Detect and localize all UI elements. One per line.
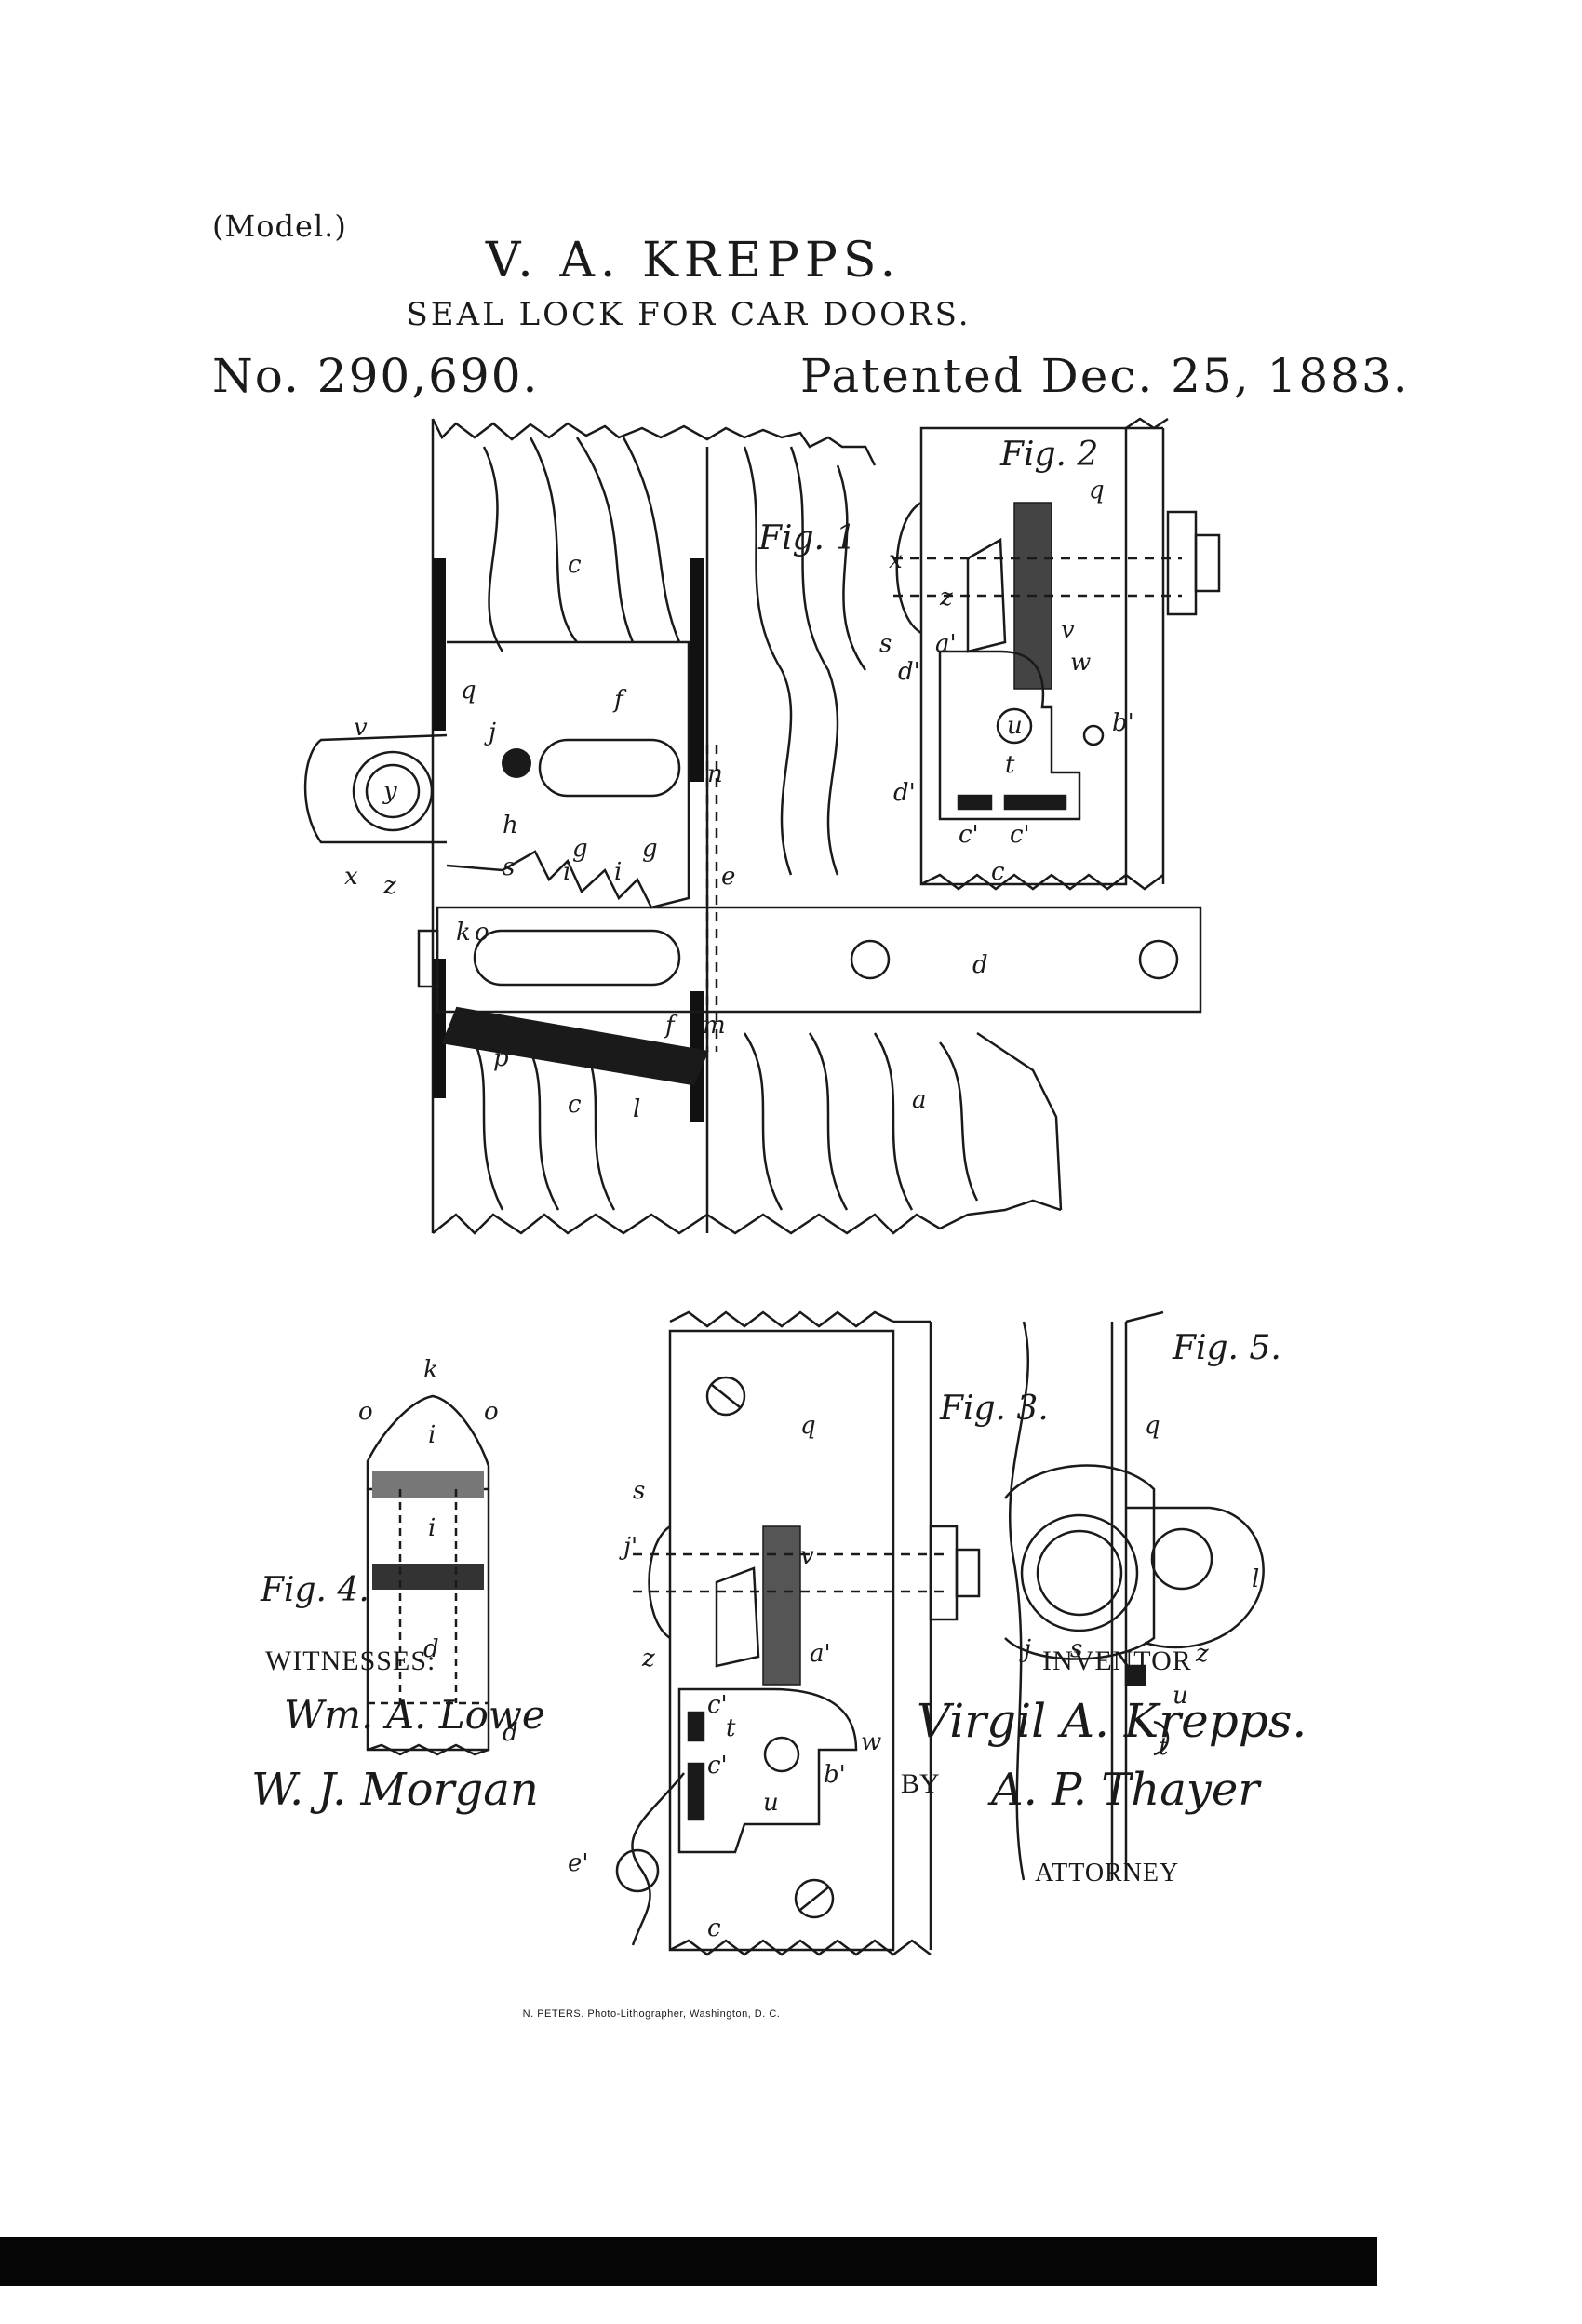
part-label: v: [1061, 616, 1075, 644]
patent-title: SEAL LOCK FOR CAR DOORS.: [406, 296, 972, 333]
part-label: c': [707, 1691, 728, 1719]
inventor-label: INVENTOR: [1042, 1646, 1192, 1676]
patent-date: Patented Dec. 25, 1883.: [800, 349, 1410, 403]
part-label: v: [354, 714, 368, 742]
fig4-drawing: [366, 1394, 490, 1756]
part-label: z: [382, 872, 396, 900]
part-label: z: [1195, 1640, 1209, 1668]
part-label: d': [898, 658, 920, 686]
scan-edge-bar: [0, 2237, 1377, 2286]
part-label: t: [1159, 1733, 1169, 1761]
part-label: s: [633, 1477, 645, 1505]
fig2-drawing: [893, 417, 1221, 891]
part-label: f: [612, 686, 627, 714]
part-label: b': [824, 1761, 846, 1789]
inventor-signature: Virgil A. Krepps.: [917, 1694, 1307, 1748]
part-label: d: [972, 951, 988, 979]
part-label: m: [703, 1012, 726, 1040]
inventor-name: V. A. KREPPS.: [485, 233, 902, 289]
part-label: d: [423, 1635, 439, 1663]
fig5-drawing: [1004, 1310, 1265, 1881]
part-label: x: [889, 546, 903, 574]
fig5-label: Fig. 5.: [1172, 1329, 1281, 1367]
fig2-label: Fig. 2: [999, 436, 1098, 474]
attorney-signature: A. P. Thayer: [991, 1764, 1260, 1816]
part-label: z: [641, 1645, 655, 1672]
part-label: i: [428, 1514, 436, 1542]
part-label: w: [1070, 649, 1091, 677]
fig3-label: Fig. 3.: [939, 1390, 1049, 1428]
part-label: g: [642, 835, 658, 863]
model-note: (Model.): [212, 208, 347, 244]
figure-labels: Fig. 1 Fig. 2 Fig. 3. Fig. 4. Fig. 5.: [260, 436, 1281, 1609]
part-label: g: [572, 835, 588, 863]
part-label: s: [1070, 1635, 1082, 1663]
printer-credit: N. PETERS. Photo-Lithographer, Washingto…: [522, 2008, 781, 2020]
part-label: n: [707, 760, 723, 788]
part-label: s: [879, 630, 892, 658]
part-label: v: [800, 1542, 814, 1570]
fig1-drawing: [303, 418, 1202, 1235]
part-label: u: [1007, 712, 1023, 740]
part-label: e': [568, 1849, 589, 1877]
part-label: c': [959, 821, 979, 849]
part-label: f: [664, 1012, 678, 1040]
part-label: t: [726, 1714, 736, 1742]
part-label: o: [475, 919, 489, 947]
fig3-drawing: [615, 1310, 981, 1956]
part-label: d': [893, 779, 916, 807]
part-label: l: [633, 1095, 640, 1123]
part-label: e: [721, 863, 735, 891]
part-label: q: [1145, 1412, 1160, 1440]
part-label: p: [493, 1044, 509, 1072]
part-label: c': [707, 1752, 728, 1780]
part-label: y: [382, 777, 397, 805]
fig1-label: Fig. 1: [757, 519, 856, 557]
part-label: b': [1112, 709, 1134, 737]
witness-1-signature: Wm. A. Lowe: [284, 1692, 545, 1738]
part-label: c: [707, 1914, 721, 1942]
part-label: s: [503, 853, 515, 881]
part-label: q: [800, 1412, 816, 1440]
witnesses-label: WITNESSES:: [265, 1646, 436, 1676]
part-label: u: [1173, 1682, 1188, 1710]
attorney-label: ATTORNEY: [1035, 1859, 1180, 1887]
part-label: i: [563, 858, 570, 886]
part-label: o: [358, 1398, 373, 1426]
part-label: l: [1252, 1565, 1259, 1593]
part-label: a': [810, 1640, 831, 1668]
witness-2-signature: W. J. Morgan: [251, 1764, 539, 1816]
part-label: k: [423, 1356, 438, 1384]
part-label: j': [619, 1533, 637, 1561]
part-label: x: [344, 863, 358, 891]
part-label: t: [1005, 751, 1015, 779]
part-label: z: [939, 584, 953, 611]
part-label: c: [568, 551, 582, 579]
by-label: BY: [901, 1768, 940, 1799]
part-label: a: [912, 1086, 927, 1114]
part-label: q: [1089, 477, 1105, 504]
part-label: u: [763, 1789, 779, 1817]
part-label: w: [861, 1728, 881, 1756]
part-label: c': [1010, 821, 1030, 849]
part-label: c: [568, 1091, 582, 1119]
part-label: c: [991, 858, 1005, 886]
part-label: a': [935, 630, 957, 658]
part-label: j: [484, 719, 496, 746]
part-label: i: [614, 858, 622, 886]
part-label: i: [428, 1421, 436, 1449]
part-label: q: [461, 677, 476, 705]
patent-number: No. 290,690.: [212, 349, 540, 403]
part-label: k: [456, 919, 471, 947]
part-label: d: [503, 1719, 518, 1747]
part-label: h: [503, 812, 518, 840]
fig4-label: Fig. 4.: [260, 1571, 369, 1609]
part-labels: c q f j v y h n g i g i s x z k o e d f …: [344, 477, 1259, 1942]
part-label: o: [484, 1398, 499, 1426]
